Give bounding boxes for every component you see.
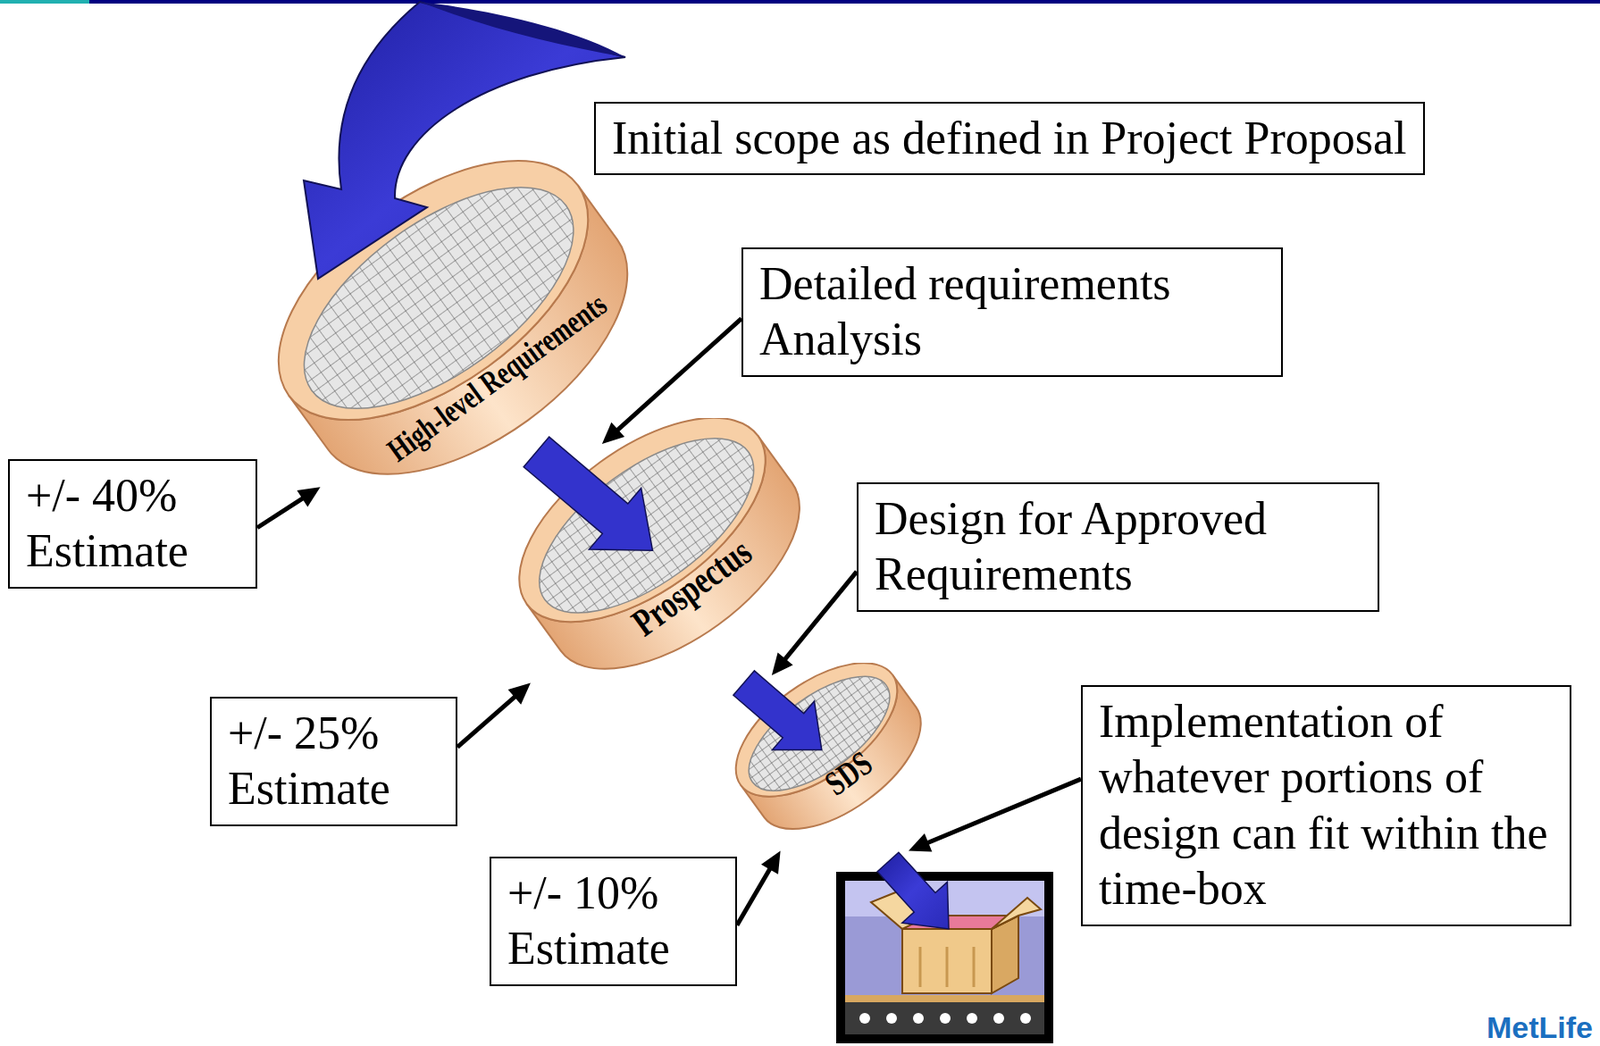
leader-arrow bbox=[771, 571, 857, 676]
estimate-box: +/- 40% Estimate bbox=[8, 459, 258, 589]
box-text: +/- 25% Estimate bbox=[227, 705, 440, 818]
leader-arrow bbox=[457, 683, 531, 748]
estimate-box: +/- 25% Estimate bbox=[209, 696, 458, 827]
deliverable-icon bbox=[836, 871, 1054, 1044]
arrow-tail-shade bbox=[419, 1, 626, 58]
output-arrow bbox=[877, 852, 949, 930]
box-text: Design for Approved Requirements bbox=[874, 491, 1362, 604]
box-text: Initial scope as defined in Project Prop… bbox=[611, 110, 1408, 167]
top-bar-accent bbox=[0, 0, 90, 4]
callout-box: Design for Approved Requirements bbox=[856, 482, 1380, 612]
box-text: Implementation of whatever portions of d… bbox=[1098, 694, 1554, 918]
box-text: +/- 40% Estimate bbox=[25, 468, 240, 580]
company-logo: MetLife bbox=[1486, 1012, 1593, 1043]
estimate-box: +/- 10% Estimate bbox=[489, 856, 738, 987]
scope-box: Initial scope as defined in Project Prop… bbox=[594, 101, 1425, 176]
box-text: +/- 10% Estimate bbox=[507, 865, 720, 978]
callout-box: Implementation of whatever portions of d… bbox=[1080, 685, 1572, 927]
sieve: SDS bbox=[721, 662, 939, 857]
sieve: High-level Requirements bbox=[232, 152, 633, 505]
leader-arrow bbox=[737, 850, 781, 925]
sieve: Prospectus bbox=[479, 418, 806, 720]
leader-arrow bbox=[257, 486, 321, 528]
callout-box: Detailed requirements Analysis bbox=[741, 247, 1283, 377]
top-bar bbox=[0, 0, 1600, 4]
leader-arrow bbox=[908, 779, 1081, 852]
box-text: Detailed requirements Analysis bbox=[759, 256, 1265, 369]
